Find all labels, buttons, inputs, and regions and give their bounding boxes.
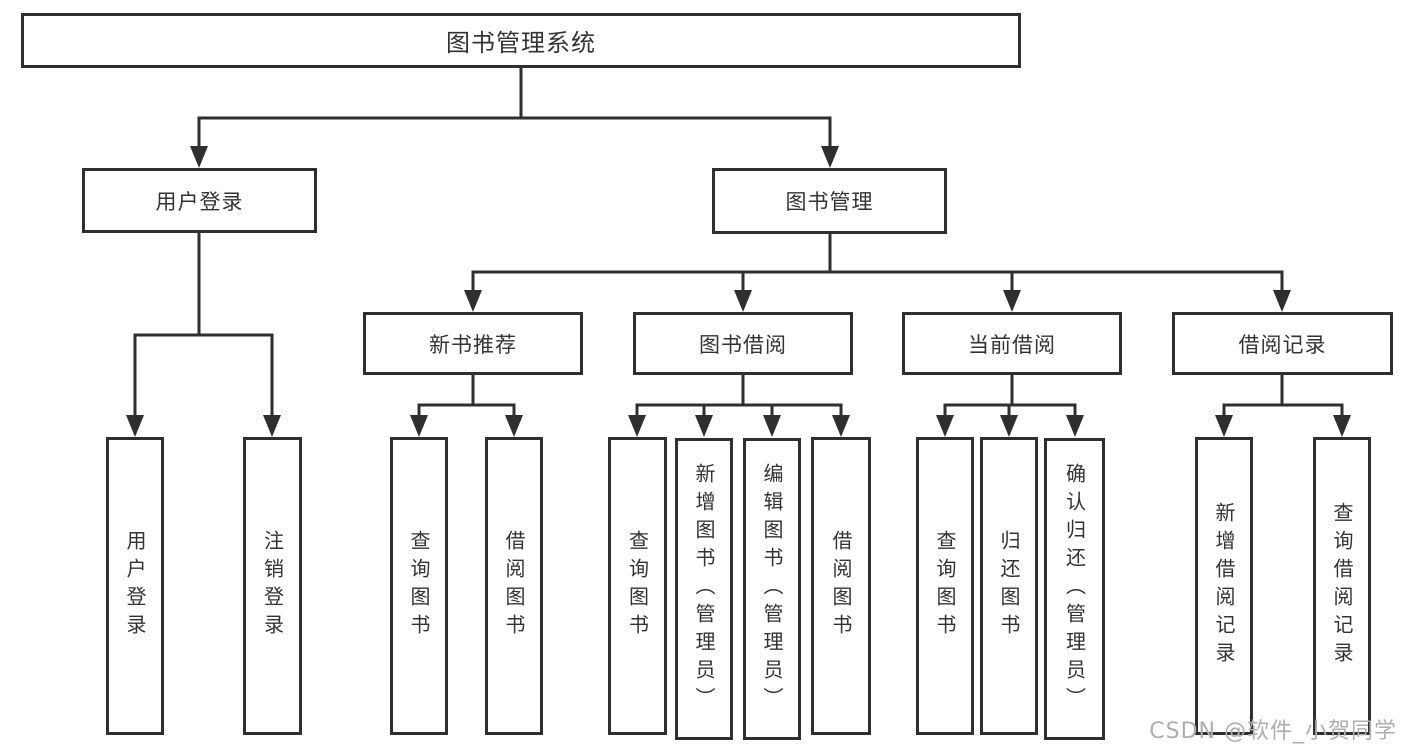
leaf-confirm-return-admin: 确认归还（管理员）: [1044, 438, 1105, 740]
leaf-return-book: 归还图书: [980, 437, 1038, 735]
node-current-borrow-label: 当前借阅: [968, 332, 1056, 357]
leaf-add-borrow-record: 新增借阅记录: [1195, 437, 1253, 735]
leaf-user-login-label: 用户登录: [123, 530, 147, 642]
leaf-newbook-borrow: 借阅图书: [485, 437, 543, 735]
leaf-logout: 注销登录: [243, 437, 302, 735]
node-user-login: 用户登录: [82, 168, 317, 233]
node-current-borrow: 当前借阅: [902, 312, 1122, 375]
node-borrow-record: 借阅记录: [1172, 312, 1393, 375]
leaf-add-borrow-record-label: 新增借阅记录: [1212, 502, 1236, 670]
node-book-management-label: 图书管理: [785, 190, 874, 214]
node-root-label: 图书管理系统: [446, 29, 596, 57]
node-new-book-recommend-label: 新书推荐: [429, 332, 517, 357]
leaf-query-borrow-record-label: 查询借阅记录: [1330, 502, 1354, 670]
leaf-current-query-label: 查询图书: [933, 530, 957, 642]
leaf-borrow-edit-admin: 编辑图书（管理员）: [743, 438, 801, 740]
leaf-current-query: 查询图书: [916, 437, 974, 735]
node-new-book-recommend: 新书推荐: [363, 312, 583, 375]
leaf-borrow-add-admin: 新增图书（管理员）: [675, 438, 733, 740]
leaf-newbook-borrow-label: 借阅图书: [502, 530, 526, 642]
leaf-newbook-query-label: 查询图书: [407, 530, 431, 642]
leaf-confirm-return-admin-label: 确认归还（管理员）: [1062, 463, 1087, 715]
leaf-query-borrow-record: 查询借阅记录: [1313, 437, 1371, 735]
leaf-borrow-book-label: 借阅图书: [829, 530, 853, 642]
leaf-borrow-query: 查询图书: [608, 437, 667, 735]
leaf-newbook-query: 查询图书: [390, 437, 448, 735]
leaf-borrow-edit-admin-label: 编辑图书（管理员）: [760, 463, 784, 715]
node-book-borrow: 图书借阅: [633, 312, 853, 375]
leaf-borrow-query-label: 查询图书: [625, 530, 650, 642]
leaf-borrow-book: 借阅图书: [811, 437, 871, 735]
node-root: 图书管理系统: [21, 13, 1021, 68]
leaf-return-book-label: 归还图书: [997, 530, 1021, 642]
leaf-logout-label: 注销登录: [260, 530, 285, 642]
node-borrow-record-label: 借阅记录: [1238, 332, 1327, 357]
leaf-user-login: 用户登录: [106, 437, 164, 735]
node-book-borrow-label: 图书借阅: [699, 332, 787, 357]
node-book-management: 图书管理: [712, 168, 947, 234]
node-user-login-label: 用户登录: [155, 189, 244, 214]
leaf-borrow-add-admin-label: 新增图书（管理员）: [692, 463, 716, 715]
